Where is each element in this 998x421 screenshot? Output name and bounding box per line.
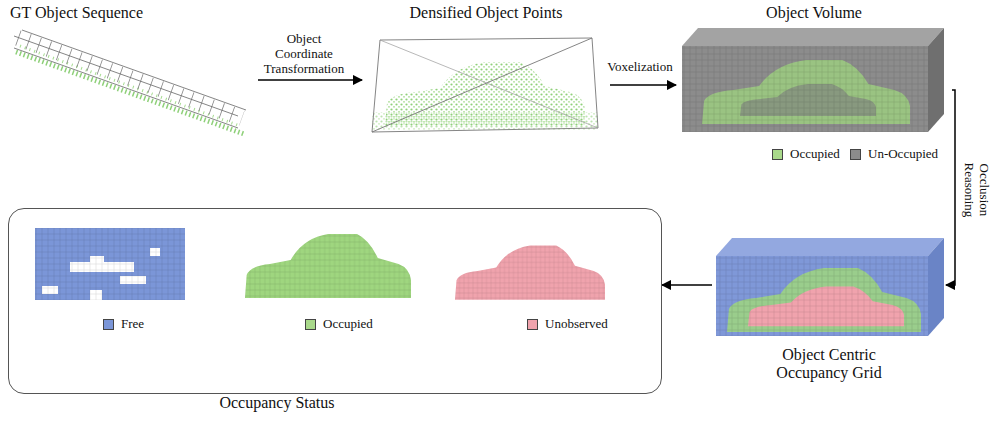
stage-title: Object Volume <box>676 4 952 22</box>
sequence-illustration <box>14 30 246 134</box>
stage-panel: Object Volume <box>676 4 952 136</box>
stage-title: Object Centric Occupancy Grid <box>759 346 899 382</box>
legend-swatch <box>305 319 316 330</box>
stage-panel: Densified Object Points <box>362 4 610 136</box>
unobserved-voxels <box>455 245 605 299</box>
voxel-grid <box>455 245 605 299</box>
sequence-box-edge <box>14 48 238 128</box>
occupied-voxels <box>245 234 411 298</box>
points-illustration <box>372 38 598 132</box>
grid-side <box>928 238 944 336</box>
sequence-points <box>20 46 240 126</box>
stage-title: Densified Object Points <box>362 4 610 22</box>
volume-front <box>682 46 928 132</box>
bounding-box-edge <box>380 40 598 128</box>
legend-item: Occupied <box>305 316 373 332</box>
status-illustrations <box>35 228 605 300</box>
sequence-points <box>16 52 244 134</box>
stage-panel: Object Centric Occupancy Grid <box>712 232 946 382</box>
flow-arrow <box>610 84 676 86</box>
voxel-grid <box>682 46 928 132</box>
legend-label: Unobserved <box>545 316 608 332</box>
sequence-box-edge <box>14 36 238 116</box>
flow-arrow <box>946 90 955 285</box>
legend-item: Unobserved <box>527 316 608 332</box>
legend-item: Free <box>103 316 144 332</box>
arrow-label: Voxelization <box>604 60 676 75</box>
legend-swatch <box>103 319 114 330</box>
legend-label: Occupied <box>323 316 373 332</box>
sequence-box-frames <box>18 38 242 118</box>
status-panel: Occupancy Status <box>8 208 662 394</box>
legend-label: Un-Occupied <box>868 146 938 162</box>
voxel-grid <box>716 256 928 336</box>
volume-top <box>682 28 944 46</box>
grid-illustration <box>716 238 944 336</box>
stage-title: GT Object Sequence <box>5 4 258 22</box>
flow-arrow <box>662 284 712 286</box>
sequence-box-edge <box>22 30 246 110</box>
legend-swatch <box>772 149 783 160</box>
arrow-label: Object Coordinate Transformation <box>258 32 350 77</box>
legend-item: Un-Occupied <box>850 146 938 162</box>
legend-swatch <box>527 319 538 330</box>
legend-label: Free <box>121 316 144 332</box>
legend-item: Occupied <box>772 146 840 162</box>
grid-top <box>716 238 944 256</box>
voxel-grid <box>35 228 185 300</box>
legend-label: Occupied <box>790 146 840 162</box>
arrow-label: Occlusion Reasoning <box>961 150 991 230</box>
bounding-box <box>372 38 598 132</box>
volume-illustration <box>682 28 944 132</box>
legend-swatch <box>850 149 861 160</box>
free-voxels <box>35 228 185 300</box>
stage-title: Occupancy Status <box>9 394 545 412</box>
voxel-grid <box>245 234 411 298</box>
stage-panel: GT Object Sequence <box>5 4 258 136</box>
bounding-box-edge <box>372 38 592 132</box>
grid-front <box>716 256 928 336</box>
car-points <box>385 62 585 126</box>
flow-arrow <box>258 79 362 81</box>
volume-side <box>928 28 944 132</box>
